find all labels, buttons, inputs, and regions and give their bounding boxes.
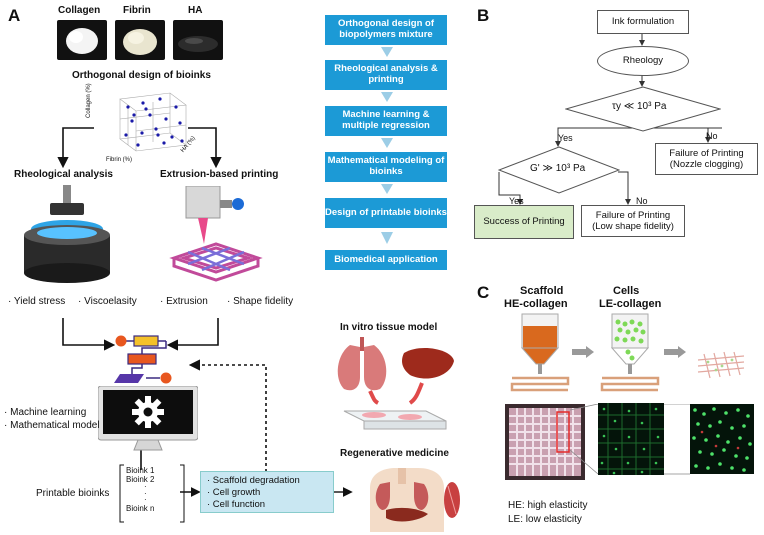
algorithm-icon (114, 335, 172, 384)
legend-he: HE: high elasticity (508, 500, 588, 511)
regen-title: Regenerative medicine (340, 448, 449, 459)
decision-1-text: τy ≪ 10³ Pa (612, 101, 667, 112)
cells-label: Cells (613, 285, 640, 297)
rheometer-illustration (24, 185, 110, 283)
scaffold-syringe (510, 313, 570, 392)
print-item-shape-fidelity: · Shape fidelity (227, 296, 294, 307)
scaffold-sublabel: HE-collagen (504, 298, 568, 310)
yes-label-2: Yes (509, 196, 524, 206)
condition-item: · Scaffold degradation (207, 475, 300, 486)
body-organs-illustration (370, 468, 460, 532)
no-label-2: No (636, 196, 648, 206)
bioink-item: · (144, 482, 147, 492)
panel-a-letter: A (8, 6, 21, 25)
collagen-photo (57, 20, 107, 60)
rheology-oval: Rheology (597, 46, 689, 76)
bioink-item: · (144, 495, 147, 505)
orthogonal-title: Orthogonal design of bioinks (72, 70, 211, 81)
scaffold-photo (505, 404, 585, 480)
bioink-item: · (144, 488, 147, 498)
print-item-extrusion: · Extrusion (160, 296, 208, 307)
yes-label-1: Yes (558, 133, 573, 143)
material-label-ha: HA (188, 5, 203, 16)
panel-c-letter: C (477, 283, 490, 302)
fluorescence-image-1 (598, 403, 664, 475)
ink-formulation-box: Ink formulation (597, 10, 689, 34)
cells-syringe (600, 313, 660, 392)
printer-illustration (169, 186, 263, 282)
workflow-step-5: Design of printable bioinks (325, 198, 447, 228)
material-label-fibrin: Fibrin (123, 5, 151, 16)
rheo-item-viscoelasity: · Viscoelasity (78, 296, 137, 307)
no-label-1: No (706, 131, 718, 141)
panel-b-letter: B (477, 6, 490, 25)
extrusion-title: Extrusion-based printing (160, 169, 279, 180)
workflow-arrows (381, 47, 393, 244)
decision-2-text: G' ≫ 10³ Pa (530, 163, 586, 174)
cells-sublabel: LE-collagen (599, 298, 662, 310)
axis-label-fibrin: Fibrin (%) (106, 157, 133, 163)
bioink-item: Bioink 1 (126, 466, 155, 475)
bioink-item: Bioink n (126, 503, 155, 513)
decision-diamond-1 (565, 86, 721, 132)
fibrin-photo (115, 20, 165, 60)
gear-icon (132, 396, 164, 428)
fluorescence-image-2 (690, 404, 754, 474)
ha-photo (173, 20, 223, 60)
workflow-step-4: Mathematical modeling of bioinks (325, 152, 447, 182)
success-box: Success of Printing (474, 205, 574, 239)
workflow-step-2: Rheological analysis & printing (325, 60, 447, 90)
scaffold-label: Scaffold (520, 285, 564, 297)
conditions-box: · Scaffold degradation · Cell growth · C… (200, 471, 334, 513)
zoom-lines (569, 404, 690, 475)
ml-item-mathematical-model: · Mathematical model (4, 420, 100, 431)
bioink-brackets (119, 464, 185, 523)
material-label-collagen: Collagen (58, 5, 101, 16)
legend-le: LE: low elasticity (508, 514, 582, 525)
orthogonal-3d-plot (119, 92, 187, 152)
workflow-step-3: Machine learning & multiple regression (325, 106, 447, 136)
rheo-title: Rheological analysis (14, 169, 113, 180)
rheo-item-yield-stress: · Yield stress (8, 296, 66, 307)
organs-illustration (337, 337, 454, 430)
failure-fidelity-box: Failure of Printing (Low shape fidelity) (581, 205, 685, 237)
invitro-title: In vitro tissue model (340, 322, 438, 333)
condition-item: · Cell growth (207, 487, 261, 499)
process-arrows (572, 346, 686, 358)
printed-construct (697, 351, 745, 379)
printable-bioinks-label: Printable bioinks (36, 488, 110, 499)
workflow-step-1: Orthogonal design of biopolymers mixture (325, 15, 447, 45)
bioink-item: Bioink 2 (126, 475, 155, 485)
failure-clogging-box: Failure of Printing (Nozzle clogging) (655, 143, 758, 175)
bioink-list: Bioink 1 Bioink 2 · · · Bioink n (126, 466, 154, 513)
ml-item-machine-learning: · Machine learning (4, 407, 87, 418)
decision-diamond-2 (498, 146, 620, 194)
workflow-step-6: Biomedical application (325, 250, 447, 270)
condition-item: · Cell function (207, 499, 266, 511)
